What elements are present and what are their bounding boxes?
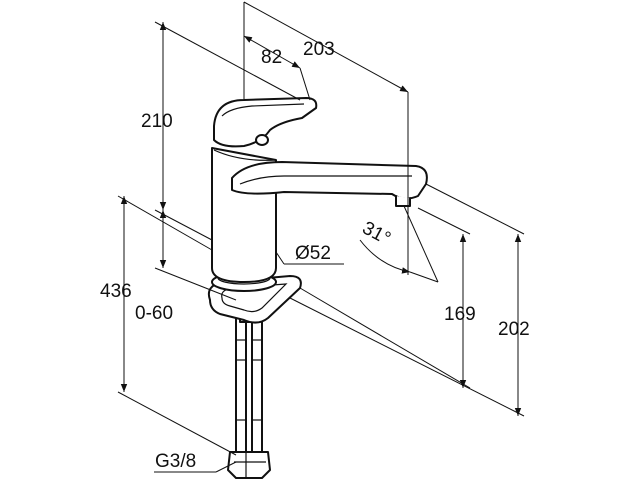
faucet-illustration	[207, 97, 428, 479]
dim-top-height: 202	[498, 319, 530, 340]
dim-height-above-deck: 210	[141, 111, 173, 132]
dim-spout-reach: 203	[303, 39, 335, 60]
dim-total-height: 436	[100, 281, 132, 302]
dim-spout-height: 169	[444, 304, 476, 325]
dimension-lines	[117, 1, 525, 473]
dim-body-diameter: Ø52	[295, 243, 331, 264]
dim-deck-thickness: 0-60	[135, 303, 173, 324]
dim-lever-offset: 82	[261, 47, 282, 68]
dim-thread: G3/8	[155, 451, 196, 472]
